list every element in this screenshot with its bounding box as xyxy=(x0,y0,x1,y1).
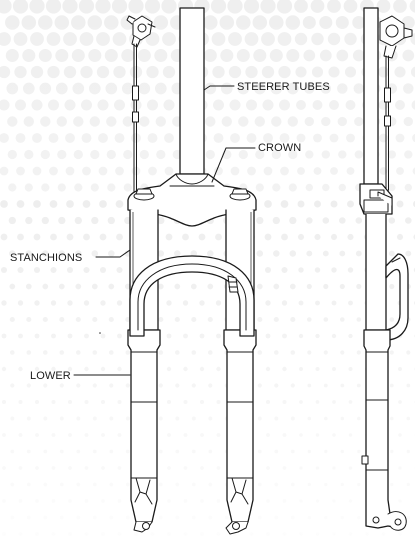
fork-front-view xyxy=(99,7,257,535)
fork-crown xyxy=(127,173,257,227)
callout-stanchions: STANCHIONS xyxy=(10,249,131,264)
stray-dot xyxy=(99,332,101,334)
left-leg xyxy=(127,209,161,533)
label-crown: CROWN xyxy=(258,142,301,154)
side-stanchion xyxy=(365,213,387,331)
callout-steerer-tubes: STEERER TUBES xyxy=(203,81,330,93)
label-steerer-tubes: STEERER TUBES xyxy=(237,81,330,93)
callout-crown: CROWN xyxy=(211,142,301,183)
remote-lockout-lever xyxy=(126,15,156,48)
side-steerer-tube xyxy=(363,7,379,185)
right-leg xyxy=(223,209,257,535)
fork-side-view xyxy=(359,7,413,531)
side-crown xyxy=(359,183,393,215)
side-remote-lever xyxy=(379,15,413,59)
side-lower xyxy=(361,329,407,531)
fork-arch xyxy=(129,255,255,337)
callout-lower: LOWER xyxy=(30,370,131,382)
label-stanchions: STANCHIONS xyxy=(10,252,82,264)
remote-cable xyxy=(132,43,139,193)
label-lower: LOWER xyxy=(30,370,71,382)
steerer-tube xyxy=(179,7,205,175)
